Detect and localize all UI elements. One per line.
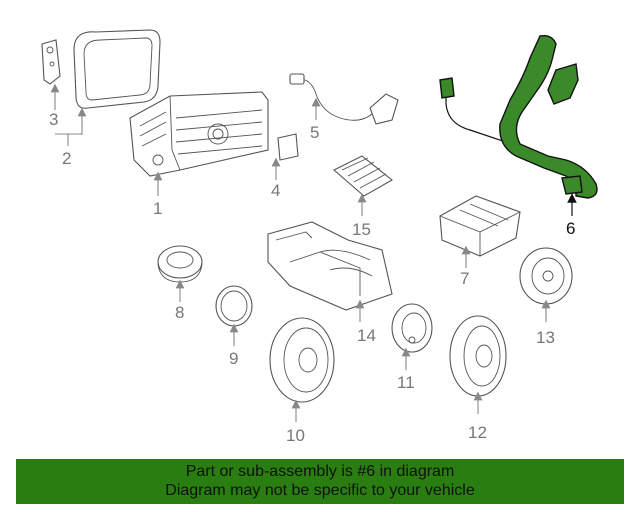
part-1-radio[interactable] xyxy=(129,91,269,177)
callout-9: 9 xyxy=(229,349,238,368)
callout-7: 7 xyxy=(460,269,469,288)
part-9-ring[interactable] xyxy=(215,285,253,327)
part-11-speaker[interactable] xyxy=(391,303,433,353)
callout-15: 15 xyxy=(352,220,371,239)
callout-3: 3 xyxy=(49,110,58,129)
callout-4: 4 xyxy=(271,181,280,200)
callout-10: 10 xyxy=(286,426,305,445)
info-banner: Part or sub-assembly is #6 in diagram Di… xyxy=(16,459,624,504)
banner-line-2: Diagram may not be specific to your vehi… xyxy=(165,482,475,499)
callout-11: 11 xyxy=(397,373,415,392)
callout-12: 12 xyxy=(468,423,487,442)
callout-8: 8 xyxy=(175,303,184,322)
part-8-tweeter[interactable] xyxy=(157,245,203,283)
part-6-harness[interactable] xyxy=(439,34,598,199)
callout-6: 6 xyxy=(566,219,575,238)
part-7-amplifier[interactable] xyxy=(439,195,521,257)
callout-13: 13 xyxy=(536,328,555,347)
parts-diagram: 3 2 1 4 5 15 6 xyxy=(41,29,598,445)
callout-1: 1 xyxy=(153,199,162,218)
callout-14: 14 xyxy=(357,326,376,345)
part-14-housing[interactable] xyxy=(267,221,393,311)
part-4-card[interactable] xyxy=(277,133,299,161)
part-15-grille[interactable] xyxy=(333,155,393,197)
part-12-speaker[interactable] xyxy=(449,315,507,397)
part-3-clip[interactable] xyxy=(41,39,61,85)
callout-2: 2 xyxy=(62,149,71,168)
part-13-speaker[interactable] xyxy=(519,247,573,305)
banner-line-1: Part or sub-assembly is #6 in diagram xyxy=(185,463,455,480)
part-5-cable[interactable] xyxy=(289,73,399,125)
part-2-display[interactable] xyxy=(73,29,161,109)
callout-5: 5 xyxy=(310,123,319,142)
part-10-speaker[interactable] xyxy=(269,317,335,403)
